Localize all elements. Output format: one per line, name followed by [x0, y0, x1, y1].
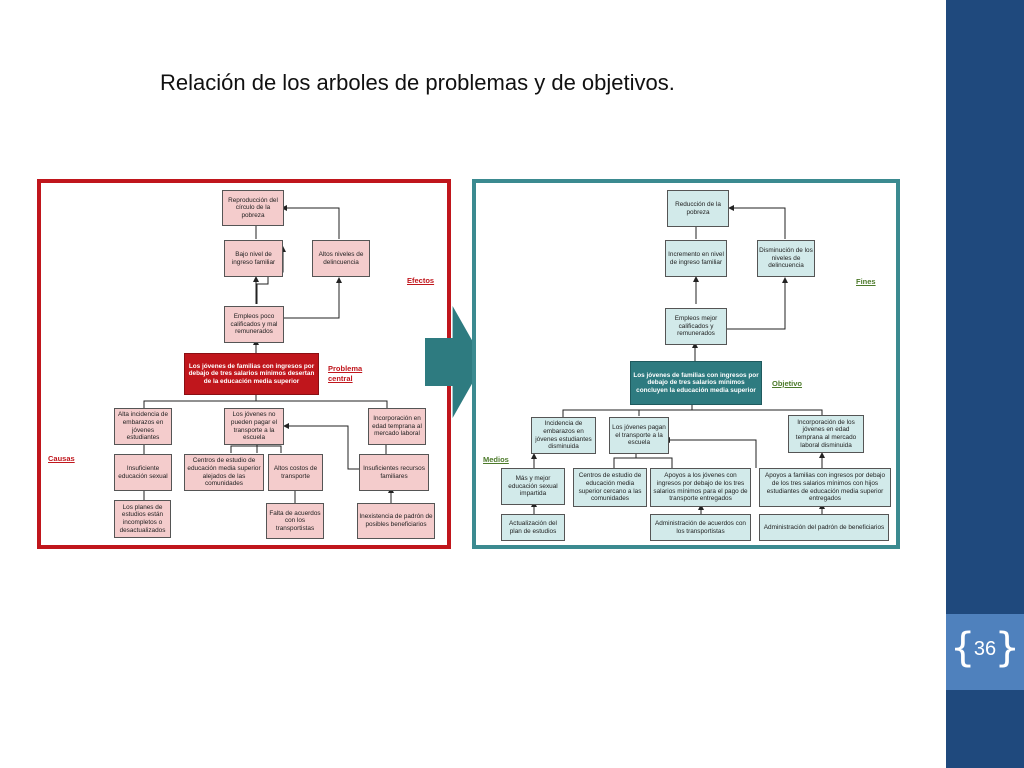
objective-tree-panel: Reducción de la pobreza Incremento en ni…	[472, 179, 900, 549]
problem-cause-study-plans: Los planes de estudios están incompletos…	[114, 500, 171, 538]
objective-mean-transport-support: Apoyos a los jóvenes con ingresos por de…	[650, 468, 751, 507]
objective-mean-family-support: Apoyos a familias con ingresos por debaj…	[759, 468, 891, 507]
left-brace-icon: {	[950, 625, 976, 671]
page-number: 36	[973, 638, 997, 660]
objective-label: Objetivo	[772, 379, 803, 388]
problem-cause-transport-costs: Altos costos de transporte	[268, 454, 323, 491]
slide-title: Relación de los arboles de problemas y d…	[160, 70, 675, 95]
objective-mean-transport: Los jóvenes pagan el transporte a la esc…	[609, 417, 669, 454]
objective-mean-beneficiary-registry: Administración del padrón de beneficiari…	[759, 514, 889, 541]
problem-cause-sex-education: Insuficiente educación sexual	[114, 454, 172, 491]
effects-label: Efectos	[407, 276, 435, 285]
objective-mean-sex-education: Más y mejor educación sexual impartida	[501, 468, 565, 505]
problem-effect-low-income: Bajo nivel de ingreso familiar	[224, 240, 283, 277]
problem-cause-beneficiary-registry: Inexistencia de padrón de posibles benef…	[357, 503, 435, 539]
objective-end-better-jobs: Empleos mejor calificados y remunerados	[665, 308, 727, 345]
problem-effect-poverty-cycle: Reproducción del círculo de la pobreza	[222, 190, 284, 226]
problem-cause-transport: Los jóvenes no pueden pagar el transport…	[224, 408, 284, 445]
objective-central-node: Los jóvenes de familias con ingresos por…	[630, 361, 762, 405]
objective-end-crime-reduction: Disminución de los niveles de delincuenc…	[757, 240, 815, 277]
page-number-band: { 36 }	[946, 614, 1024, 690]
objective-mean-study-plan-update: Actualización del plan de estudios	[501, 514, 565, 541]
slide-sidebar: { 36 }	[946, 0, 1024, 768]
problem-cause-pregnancy: Alta incidencia de embarazos en jóvenes …	[114, 408, 172, 445]
problem-cause-early-labor: Incorporación en edad temprana al mercad…	[368, 408, 426, 445]
central-problem-label: Problema central	[328, 364, 363, 383]
objective-end-income-increase: Incremento en nivel de ingreso familiar	[665, 240, 727, 277]
right-brace-icon: }	[994, 625, 1020, 671]
objective-mean-near-schools: Centros de estudio de educación media su…	[573, 468, 647, 507]
causes-label: Causas	[48, 454, 75, 463]
objective-mean-transport-agreements: Administración de acuerdos con los trans…	[650, 514, 751, 541]
means-label: Medios	[483, 455, 509, 464]
problem-cause-transport-agreements: Falta de acuerdos con los transportistas	[266, 503, 324, 539]
problem-cause-family-resources: Insuficientes recursos familiares	[359, 454, 429, 491]
objective-mean-pregnancy: Incidencia de embarazos en jóvenes estud…	[531, 417, 596, 454]
objective-mean-early-labor: Incorporación de los jóvenes en edad tem…	[788, 415, 864, 453]
problem-effect-crime: Altos niveles de delincuencia	[312, 240, 370, 277]
problem-effect-poor-jobs: Empleos poco calificados y mal remunerad…	[224, 306, 284, 343]
objective-end-poverty-reduction: Reducción de la pobreza	[667, 190, 729, 227]
ends-label: Fines	[856, 277, 876, 286]
problem-central-node: Los jóvenes de familias con ingresos por…	[184, 353, 319, 395]
transition-arrow-icon	[425, 306, 485, 418]
problem-cause-distant-schools: Centros de estudio de educación media su…	[184, 454, 264, 491]
problem-tree-panel: Reproducción del círculo de la pobreza B…	[37, 179, 451, 549]
objective-tree-connectors	[531, 205, 825, 514]
